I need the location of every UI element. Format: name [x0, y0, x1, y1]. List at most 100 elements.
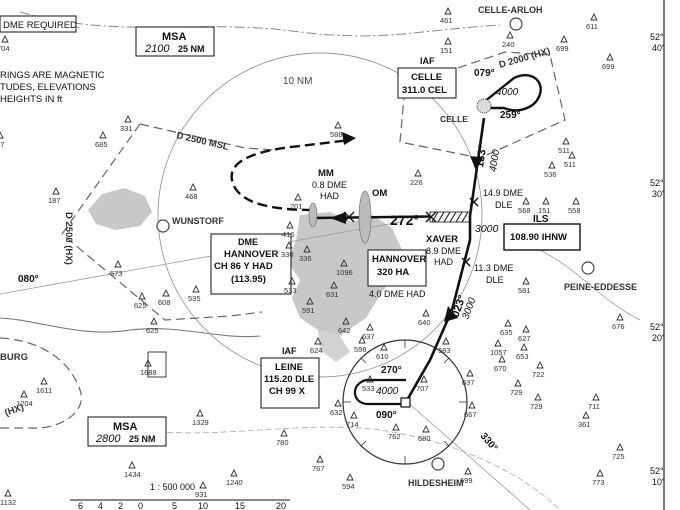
- city-area-hannover: [288, 212, 402, 336]
- obstacle-icon: [342, 316, 350, 325]
- obstacle-icon: [286, 220, 294, 229]
- obstacle-elevation: 667: [464, 410, 477, 419]
- border-line-west: [0, 317, 261, 338]
- obstacle-icon: [314, 336, 322, 345]
- leine-channel: CH 99 X: [269, 386, 306, 397]
- obstacle-elevation: 642: [338, 326, 351, 335]
- obstacle-icon: [422, 424, 430, 433]
- obstacle-icon: [20, 389, 28, 398]
- obstacle-icon: [590, 12, 598, 21]
- celle-iaf-label: IAF: [420, 56, 435, 66]
- obstacle-icon: [506, 30, 514, 39]
- obstacle-elevation: 1329: [192, 418, 209, 427]
- lat-40-min: 40': [652, 43, 664, 53]
- obstacle-elevation: 631: [326, 290, 339, 299]
- glideslope-hatch: [429, 211, 471, 223]
- mm-had-label: HAD: [320, 191, 340, 201]
- leine-iaf-label: IAF: [282, 346, 297, 356]
- obstacle-icon: [99, 130, 107, 139]
- obstacle-elevation: 1240: [226, 478, 243, 487]
- xaver-dme: 8.9 DME: [426, 246, 461, 256]
- hannover-ndb-box: [367, 249, 427, 287]
- track-023-arrow: [444, 306, 458, 322]
- obstacle-elevation: 336: [299, 254, 312, 263]
- scale-tick-4: 5: [172, 501, 177, 510]
- lake-steinhuder-meer: [88, 188, 152, 230]
- msa-bottom-altitude: 2800: [95, 433, 121, 445]
- ten-nm-ring: [157, 52, 483, 378]
- obstacle-icon: [444, 6, 452, 15]
- airfield-symbols: [156, 17, 595, 471]
- obstacle-elevation: 468: [185, 192, 198, 201]
- leine-holding-pattern: [353, 378, 406, 406]
- ils-freq: 108.90 IHNW: [510, 232, 567, 243]
- border-line-north: [19, 11, 501, 37]
- bearings-note-2: TUDES, ELEVATIONS: [0, 82, 96, 93]
- obstacle-elevation: 594: [342, 482, 355, 491]
- obstacle-elevation: 331: [120, 124, 133, 133]
- obstacle-elevation: 536: [544, 170, 557, 179]
- obstacle-icon: [536, 360, 544, 369]
- scale-tick-3: 0: [138, 501, 143, 510]
- obstacle-icon: [420, 374, 428, 383]
- obstacle-icon: [592, 392, 600, 401]
- dme-required-box: [0, 15, 77, 33]
- obstacle-icon: [534, 392, 542, 401]
- obstacle-icon: [303, 244, 311, 253]
- city-area-south: [318, 330, 350, 362]
- obstacle-icon: [380, 342, 388, 351]
- obstacle-icon: [494, 338, 502, 347]
- obstacle-icon: [350, 410, 358, 419]
- obstacle-elevation: 699: [556, 44, 569, 53]
- obstacle-elevation: 1688: [140, 368, 157, 377]
- celle-079-label: 079°: [474, 68, 495, 79]
- celle-freq: 311.0 CEL: [402, 85, 447, 96]
- obstacle-elevation: 598: [354, 345, 367, 354]
- obstacle-icon: [294, 192, 302, 201]
- obstacle-elevation: 511: [558, 146, 570, 155]
- lat-20-min: 20': [652, 333, 664, 343]
- obstacle-icon: [199, 480, 207, 489]
- radial-line-330: [404, 399, 531, 510]
- hannover-dme-type: DME: [238, 237, 258, 247]
- hannover-dme-name: HANNOVER: [224, 249, 279, 260]
- obstacle-icon: [124, 114, 132, 123]
- missed-approach-arrow: [342, 132, 356, 145]
- d2000-hx-label: D 2000 (HX): [498, 46, 552, 71]
- obstacle-icon: [334, 120, 342, 129]
- obstacle-icon: [366, 374, 374, 383]
- mm-label: MM: [318, 168, 334, 179]
- obstacle-elevation: 151: [440, 46, 453, 55]
- obstacle-icon: [514, 378, 522, 387]
- obstacle-icon: [1, 34, 9, 43]
- obstacle-icon: [562, 136, 570, 145]
- obstacle-elevation: 610: [376, 352, 389, 361]
- obstacle-icon: [128, 460, 136, 469]
- obstacle-icon: [572, 196, 580, 205]
- dme-required-note: DME REQUIRED.: [3, 20, 80, 31]
- obstacle-elevation: 625: [146, 326, 159, 335]
- obstacle-elevation: 187: [48, 196, 61, 205]
- om-label: OM: [372, 188, 387, 199]
- obstacle-icon: [306, 296, 314, 305]
- obstacle-elevation: 1611: [36, 386, 52, 395]
- dle-14-9-label: DLE: [495, 200, 513, 210]
- obstacle-icon: [422, 308, 430, 317]
- scale-tick-7: 20: [276, 501, 286, 510]
- obstacle-elevation: 624: [310, 346, 323, 355]
- dme-4-label: 4.0 DME HAD: [369, 289, 426, 299]
- lat-30-min: 30': [652, 189, 664, 199]
- obstacle-icon: [568, 150, 576, 159]
- obstacle-elevation: 533: [362, 384, 375, 393]
- airspace-hx-left: [0, 337, 82, 429]
- bearings-note-1: RINGS ARE MAGNETIC: [0, 70, 105, 81]
- obstacle-icon: [162, 288, 170, 297]
- place-burg: BURG: [0, 352, 28, 363]
- obstacle-elevation: 1204: [16, 399, 33, 408]
- scale-tick-1: 4: [98, 501, 103, 510]
- obstacle-icon: [192, 284, 200, 293]
- obstacle-elevation: 226: [410, 178, 423, 187]
- hannover-ndb-name: HANNOVER: [372, 254, 427, 265]
- leine-freq: 115.20 DLE: [264, 374, 314, 385]
- obstacle-icon: [4, 488, 12, 497]
